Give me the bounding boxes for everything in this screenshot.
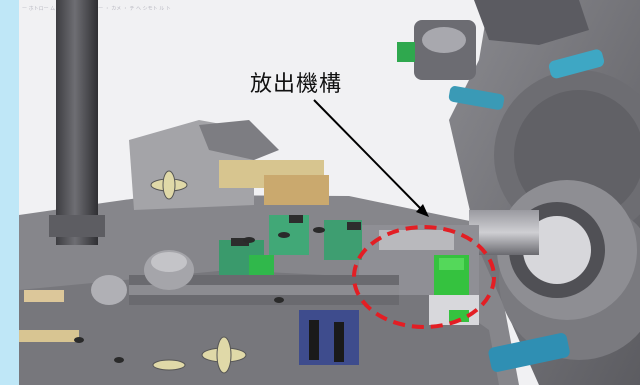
blue-box [299, 310, 359, 365]
upper-manipulator [397, 0, 605, 110]
propellers [150, 170, 247, 374]
green-panels [219, 215, 362, 275]
cad-viewport: ー ホトロー ムト・カムラッチ 蓄 ー ・ カメ ・ チ ヘ シモト ル ト [19, 0, 640, 385]
beam-line [91, 250, 399, 305]
callout-label: 放出機構 [250, 72, 343, 97]
lower-right-assembly [429, 295, 570, 372]
main-chamber [449, 0, 640, 385]
release-mechanism [434, 255, 469, 295]
cad-model-render [19, 0, 640, 385]
callout-arrow [313, 99, 429, 217]
fasteners [74, 227, 325, 363]
highlight-ellipse [352, 225, 496, 329]
vertical-column [49, 0, 105, 245]
rails [19, 160, 329, 342]
